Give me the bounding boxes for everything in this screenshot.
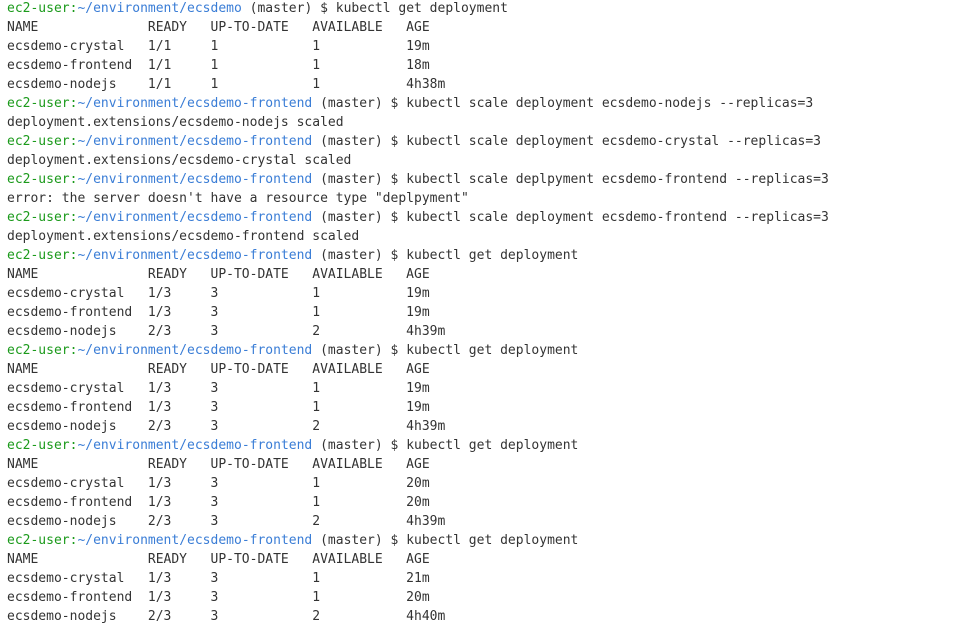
output-line: deployment.extensions/ecsdemo-nodejs sca…: [7, 115, 344, 130]
prompt-user: ec2-user: [7, 1, 70, 16]
output-line: NAME READY UP-TO-DATE AVAILABLE AGE: [7, 267, 430, 282]
output-line: ecsdemo-nodejs 1/1 1 1 4h38m: [7, 77, 446, 92]
prompt-separator: :: [69, 248, 78, 263]
prompt-path: ~/environment/ecsdemo-frontend: [77, 343, 313, 358]
output-line: ecsdemo-crystal 1/1 1 1 19m: [7, 39, 430, 54]
output-line: ecsdemo-crystal 1/3 3 1 19m: [7, 381, 430, 396]
command-text: kubectl get deployment: [406, 343, 579, 358]
output-line: ecsdemo-crystal 1/3 3 1 20m: [7, 476, 430, 491]
output-line: NAME READY UP-TO-DATE AVAILABLE AGE: [7, 20, 430, 35]
prompt-path: ~/environment/ecsdemo-frontend: [77, 248, 313, 263]
prompt-branch: (master) $: [312, 134, 407, 149]
prompt-separator: :: [69, 134, 78, 149]
output-line: NAME READY UP-TO-DATE AVAILABLE AGE: [7, 362, 430, 377]
prompt-line: ec2-user:~/environment/ecsdemo-frontend …: [7, 170, 955, 189]
prompt-line: ec2-user:~/environment/ecsdemo (master) …: [7, 0, 955, 18]
output-line: ecsdemo-nodejs 2/3 3 2 4h40m: [7, 609, 446, 624]
prompt-user: ec2-user: [7, 134, 70, 149]
prompt-line: ec2-user:~/environment/ecsdemo-frontend …: [7, 341, 955, 360]
output-line: ecsdemo-frontend 1/3 3 1 19m: [7, 305, 430, 320]
command-text: kubectl scale deployment ecsdemo-crystal…: [406, 134, 822, 149]
prompt-user: ec2-user: [7, 533, 70, 548]
command-text: kubectl scale deployment ecsdemo-nodejs …: [406, 96, 814, 111]
prompt-user: ec2-user: [7, 248, 70, 263]
output-line: deployment.extensions/ecsdemo-crystal sc…: [7, 153, 352, 168]
prompt-path: ~/environment/ecsdemo-frontend: [77, 533, 313, 548]
output-line: ecsdemo-frontend 1/1 1 1 18m: [7, 58, 430, 73]
prompt-line: ec2-user:~/environment/ecsdemo-frontend …: [7, 208, 955, 227]
prompt-user: ec2-user: [7, 172, 70, 187]
command-text: kubectl get deployment: [335, 1, 508, 16]
prompt-path: ~/environment/ecsdemo-frontend: [77, 210, 313, 225]
command-text: kubectl get deployment: [406, 248, 579, 263]
output-line: deployment.extensions/ecsdemo-frontend s…: [7, 229, 360, 244]
prompt-branch: (master) $: [312, 96, 407, 111]
output-line: ecsdemo-nodejs 2/3 3 2 4h39m: [7, 419, 446, 434]
prompt-separator: :: [69, 343, 78, 358]
prompt-path: ~/environment/ecsdemo-frontend: [77, 438, 313, 453]
command-text: kubectl scale deplpyment ecsdemo-fronten…: [406, 172, 829, 187]
prompt-line: ec2-user:~/environment/ecsdemo-frontend …: [7, 436, 955, 455]
output-line: error: the server doesn't have a resourc…: [7, 191, 469, 206]
prompt-branch: (master) $: [312, 343, 407, 358]
prompt-user: ec2-user: [7, 343, 70, 358]
output-line: NAME READY UP-TO-DATE AVAILABLE AGE: [7, 457, 430, 472]
prompt-line: ec2-user:~/environment/ecsdemo-frontend …: [7, 246, 955, 265]
prompt-line: ec2-user:~/environment/ecsdemo-frontend …: [7, 531, 955, 550]
prompt-separator: :: [69, 1, 78, 16]
prompt-path: ~/environment/ecsdemo-frontend: [77, 96, 313, 111]
prompt-separator: :: [69, 210, 78, 225]
prompt-branch: (master) $: [241, 1, 336, 16]
output-line: ecsdemo-nodejs 2/3 3 2 4h39m: [7, 514, 446, 529]
prompt-separator: :: [69, 172, 78, 187]
prompt-line: ec2-user:~/environment/ecsdemo-frontend …: [7, 94, 955, 113]
output-line: ecsdemo-frontend 1/3 3 1 20m: [7, 590, 430, 605]
command-text: kubectl get deployment: [406, 438, 579, 453]
command-text: kubectl scale deployment ecsdemo-fronten…: [406, 210, 829, 225]
prompt-branch: (master) $: [312, 172, 407, 187]
output-line: ecsdemo-frontend 1/3 3 1 20m: [7, 495, 430, 510]
command-text: kubectl get deployment: [406, 533, 579, 548]
prompt-branch: (master) $: [312, 248, 407, 263]
output-line: ecsdemo-crystal 1/3 3 1 19m: [7, 286, 430, 301]
prompt-path: ~/environment/ecsdemo-frontend: [77, 172, 313, 187]
prompt-user: ec2-user: [7, 210, 70, 225]
prompt-branch: (master) $: [312, 210, 407, 225]
prompt-branch: (master) $: [312, 533, 407, 548]
output-line: ecsdemo-nodejs 2/3 3 2 4h39m: [7, 324, 446, 339]
prompt-path: ~/environment/ecsdemo: [77, 1, 242, 16]
output-line: ecsdemo-frontend 1/3 3 1 19m: [7, 400, 430, 415]
output-line: ecsdemo-crystal 1/3 3 1 21m: [7, 571, 430, 586]
output-line: NAME READY UP-TO-DATE AVAILABLE AGE: [7, 552, 430, 567]
prompt-separator: :: [69, 533, 78, 548]
prompt-separator: :: [69, 438, 78, 453]
prompt-user: ec2-user: [7, 438, 70, 453]
prompt-separator: :: [69, 96, 78, 111]
prompt-branch: (master) $: [312, 438, 407, 453]
prompt-user: ec2-user: [7, 96, 70, 111]
prompt-path: ~/environment/ecsdemo-frontend: [77, 134, 313, 149]
prompt-line: ec2-user:~/environment/ecsdemo-frontend …: [7, 132, 955, 151]
